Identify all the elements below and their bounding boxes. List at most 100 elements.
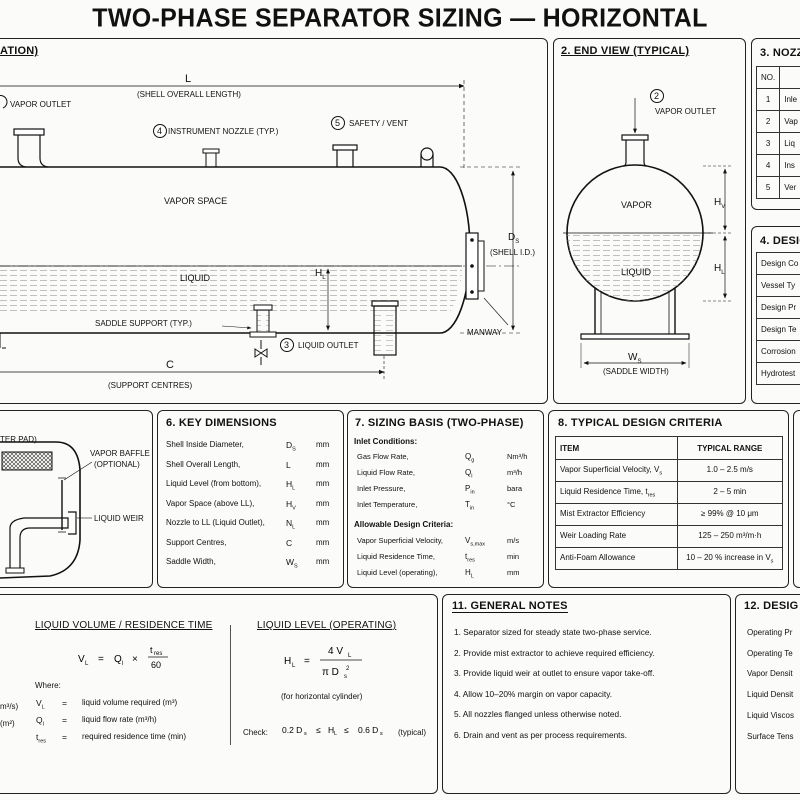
sizing-label: Liquid Residence Time, — [357, 552, 435, 561]
design-parameter-label: Liquid Densit — [747, 690, 794, 700]
sizing-symbol: Tin — [465, 500, 475, 512]
end-dim-HL: HL — [714, 263, 725, 276]
dimension-symbol: DS — [286, 440, 296, 453]
panel-design-data-title: 4. DESIG — [760, 235, 800, 247]
design-row-label: Corrosion — [755, 340, 800, 363]
dimension-unit: mm — [316, 440, 330, 449]
design-row-label: Hydrotest — [755, 362, 800, 385]
criteria-range: 10 – 20 % increase in Vs — [676, 547, 784, 570]
definition-symbol: VL — [36, 698, 45, 711]
dim-HL-label: HL — [315, 268, 326, 281]
dimension-symbol: HL — [286, 479, 296, 492]
definition-equals: = — [62, 732, 67, 742]
definition-equals: = — [62, 715, 67, 725]
nozzle-no: 1 — [755, 88, 781, 111]
svg-text:π D: π D — [322, 667, 339, 678]
end-liquid-label: LIQUID — [621, 267, 652, 277]
table-row: Mist Extractor Efficiency≥ 99% @ 10 μm — [555, 503, 784, 526]
panel-general-notes — [442, 594, 731, 794]
design-parameter-label: Operating Pr — [747, 628, 793, 637]
svg-text:s: s — [304, 731, 307, 737]
liquid-volume-title: LIQUID VOLUME / RESIDENCE TIME — [35, 620, 213, 631]
side-elevation-drawing — [0, 80, 520, 380]
criteria-range: 125 – 250 m³/m·h — [676, 525, 784, 548]
svg-text:L: L — [292, 663, 296, 669]
inlet-conditions-heading: Inlet Conditions: — [354, 437, 418, 446]
col-range: TYPICAL RANGE — [676, 436, 784, 460]
sizing-unit: bara — [507, 484, 523, 493]
table-row: Design Pr — [755, 296, 800, 319]
header-desc — [779, 66, 800, 89]
design-parameter-label: Liquid Viscos — [747, 710, 794, 720]
col-item: ITEM — [555, 436, 678, 460]
list-item: 6. Drain and vent as per process require… — [454, 729, 627, 740]
svg-text:=: = — [98, 654, 104, 665]
for-horizontal-cylinder: (for horizontal cylinder) — [281, 692, 363, 701]
panel-general-notes-title: 11. GENERAL NOTES — [452, 600, 568, 612]
svg-text:2: 2 — [346, 666, 350, 672]
sizing-symbol: tres — [465, 552, 475, 564]
definition-text: required residence time (min) — [82, 732, 187, 741]
criteria-item: Liquid Residence Time, tres — [555, 481, 678, 504]
shell-id-label: (SHELL I.D.) — [490, 248, 536, 257]
list-item: 2. Provide mist extractor to achieve req… — [454, 647, 655, 658]
end-dim-Ws: WS — [628, 352, 642, 365]
criteria-range: 1.0 – 2.5 m/s — [676, 459, 784, 482]
callout-5-number: 5 — [335, 118, 341, 128]
panel-design-parameters-title: 12. DESIG — [744, 600, 799, 612]
where-label: Where: — [35, 681, 61, 690]
dimension-label: Shell Overall Length, — [166, 459, 241, 469]
criteria-range: 2 – 5 min — [676, 481, 784, 504]
criteria-item: Vapor Superficial Velocity, Vs — [555, 459, 678, 482]
panel-formulas — [0, 594, 438, 794]
panel-key-dimensions — [157, 410, 344, 588]
svg-text:L: L — [348, 653, 352, 659]
sizing-label: Liquid Level (operating), — [357, 568, 438, 577]
end-dim-HV: HV — [714, 197, 726, 210]
svg-text:=: = — [304, 656, 310, 667]
dimension-symbol: HV — [286, 498, 296, 512]
dimension-unit: mm — [316, 498, 330, 508]
definition-text: liquid volume required (m³) — [82, 698, 178, 707]
dim-Ds-label: DS — [508, 232, 520, 245]
dimension-symbol: NL — [286, 518, 296, 531]
panel-nozzle-title: 3. NOZZ — [760, 47, 800, 59]
typical-label: (typical) — [398, 728, 427, 737]
header-no: NO. — [755, 66, 781, 89]
panel-sizing-basis-title: 7. SIZING BASIS (TWO-PHASE) — [355, 417, 524, 429]
panel-end-view — [553, 38, 746, 404]
dimension-unit: mm — [316, 518, 330, 527]
design-data-table: Design Co Vessel Ty Design Pr Design Te … — [755, 252, 800, 385]
callout-3-number: 3 — [284, 340, 290, 350]
sizing-unit: m³/h — [507, 468, 522, 477]
instrument-nozzle-label: INSTRUMENT NOZZLE (TYP.) — [168, 127, 279, 136]
list-item: 1. Separator sized for steady state two-… — [454, 627, 652, 637]
criteria-item: Weir Loading Rate — [555, 525, 678, 548]
svg-text:4 V: 4 V — [328, 646, 343, 657]
sizing-label: Liquid Flow Rate, — [357, 468, 415, 477]
dimension-label: Support Centres, — [166, 537, 227, 547]
nozzle-no: 3 — [755, 132, 781, 155]
nozzle-desc: Liq — [779, 132, 800, 155]
nozzle-no: 4 — [755, 154, 781, 177]
svg-text:s: s — [344, 674, 347, 680]
optional-label: (OPTIONAL) — [94, 460, 140, 469]
design-row-label: Vessel Ty — [755, 274, 800, 297]
svg-text:H: H — [284, 656, 291, 667]
liquid-level-title: LIQUID LEVEL (OPERATING) — [257, 620, 397, 631]
dimension-unit: mm — [316, 557, 330, 566]
sizing-label: Inlet Temperature, — [357, 500, 418, 509]
svg-text:0.6 D: 0.6 D — [358, 725, 378, 735]
list-item: 3. Provide liquid weir at outlet to ensu… — [454, 668, 655, 678]
sizing-label: Inlet Pressure, — [357, 484, 406, 493]
sizing-symbol: Qg — [465, 452, 475, 464]
formula-divider — [230, 625, 231, 745]
sizing-unit: m/s — [507, 536, 520, 545]
callout-4-number: 4 — [157, 126, 163, 136]
table-row: Design Te — [755, 318, 800, 341]
